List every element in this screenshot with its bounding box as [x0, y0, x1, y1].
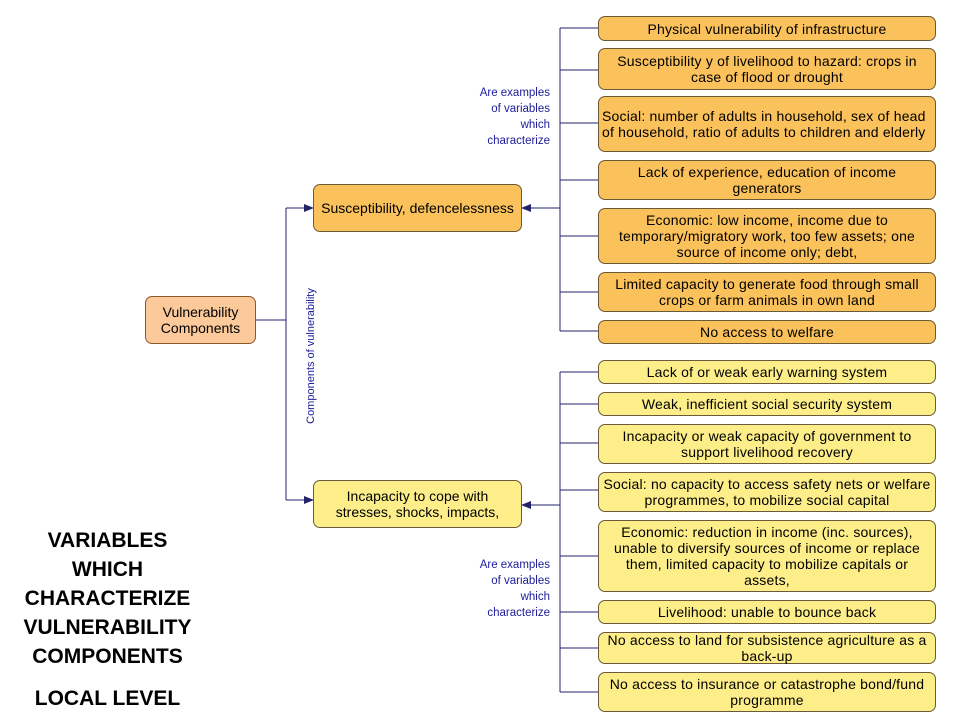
- item-text: Lack of experience, education of income …: [637, 164, 897, 196]
- incapacity-item: Lack of or weak early warning system: [598, 360, 936, 384]
- item-text: Lack of or weak early warning system: [646, 364, 888, 380]
- item-text: Weak, inefficient social security system: [641, 396, 893, 412]
- incapacity-item: Incapacity or weak capacity of governmen…: [598, 424, 936, 464]
- susceptibility-link-label: Are examples of variables which characte…: [479, 87, 550, 147]
- susceptibility-label: Susceptibility, defencelessness: [321, 200, 514, 216]
- susceptibility-node: Susceptibility, defencelessness: [313, 184, 522, 232]
- susceptibility-item: Social: number of adults in household, s…: [598, 96, 936, 152]
- item-text: Economic: reduction in income (inc. sour…: [613, 524, 921, 588]
- item-text: Physical vulnerability of infrastructure: [647, 20, 887, 37]
- susceptibility-item: Lack of experience, education of income …: [598, 160, 936, 200]
- diagram-level-label: LOCAL LEVEL: [34, 687, 181, 710]
- item-text: Livelihood: unable to bounce back: [657, 604, 877, 620]
- incapacity-item: No access to land for subsistence agricu…: [598, 632, 936, 664]
- susceptibility-item: Economic: low income, income due to temp…: [598, 208, 936, 264]
- susceptibility-item: No access to welfare: [598, 320, 936, 344]
- item-text: Susceptibility y of livelihood to hazard…: [617, 53, 917, 85]
- item-text: Social: no capacity to access safety net…: [603, 476, 931, 508]
- item-text: Incapacity or weak capacity of governmen…: [622, 428, 912, 460]
- diagram-title-line: CHARACTERIZE: [24, 587, 191, 610]
- root-label: Vulnerability Components: [160, 304, 241, 336]
- diagram-title-line: VULNERABILITY: [23, 616, 192, 639]
- incapacity-node: Incapacity to cope with stresses, shocks…: [313, 480, 522, 528]
- incapacity-link-label: Are examples of variables which characte…: [479, 559, 550, 619]
- item-text: Limited capacity to generate food throug…: [615, 276, 919, 308]
- branch-label: Components of vulnerability: [305, 288, 317, 424]
- susceptibility-item: Limited capacity to generate food throug…: [598, 272, 936, 312]
- item-text: Economic: low income, income due to temp…: [618, 212, 916, 260]
- item-text: No access to insurance or catastrophe bo…: [609, 676, 925, 708]
- diagram-title-line: WHICH: [71, 558, 144, 581]
- item-text: No access to land for subsistence agricu…: [607, 632, 927, 664]
- susceptibility-item: Physical vulnerability of infrastructure: [598, 16, 936, 41]
- root-node: Vulnerability Components: [145, 296, 256, 344]
- item-text: Social: number of adults in household, s…: [602, 108, 926, 140]
- incapacity-item: Livelihood: unable to bounce back: [598, 600, 936, 624]
- incapacity-label: Incapacity to cope with stresses, shocks…: [335, 488, 500, 520]
- incapacity-item: No access to insurance or catastrophe bo…: [598, 672, 936, 712]
- diagram-title-line: VARIABLES: [47, 529, 168, 552]
- item-text: No access to welfare: [700, 324, 834, 340]
- diagram-title-line: COMPONENTS: [32, 645, 183, 668]
- susceptibility-item: Susceptibility y of livelihood to hazard…: [598, 48, 936, 90]
- incapacity-item: Economic: reduction in income (inc. sour…: [598, 520, 936, 592]
- incapacity-item: Weak, inefficient social security system: [598, 392, 936, 416]
- incapacity-item: Social: no capacity to access safety net…: [598, 472, 936, 512]
